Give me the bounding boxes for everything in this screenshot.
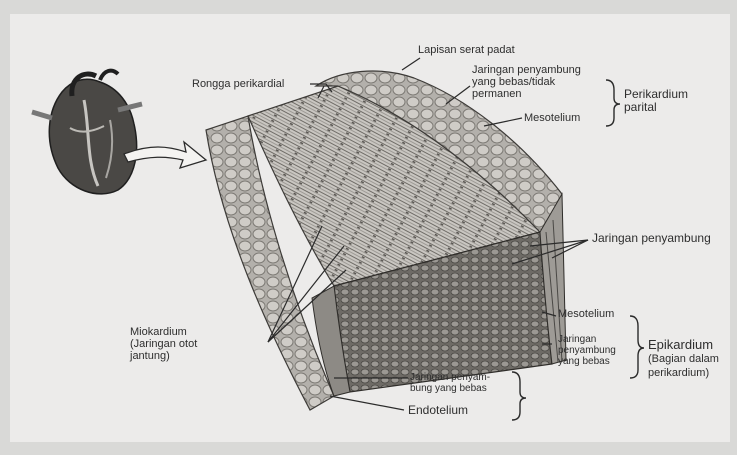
label-jaringan-penyambung-yang-bebas-inner: Jaringan penyambung yang bebas (558, 334, 616, 367)
label-line: Miokardium (130, 326, 197, 338)
label-mesotelium-bottom: Mesotelium (558, 308, 614, 320)
label-rongga-perikardial: Rongga perikardial (192, 78, 284, 90)
tissue-block (206, 71, 566, 410)
label-endotelium: Endotelium (408, 404, 468, 417)
heart-icon (32, 71, 142, 194)
label-jaringan-penyambung: Jaringan penyambung (592, 232, 711, 245)
label-line: bung yang bebas (410, 383, 490, 394)
label-lapisan-serat-padat: Lapisan serat padat (418, 44, 515, 56)
label-line: penyambung (558, 345, 616, 356)
label-line: (Bagian dalam (648, 352, 719, 366)
label-line: Jaringan (558, 334, 616, 345)
label-perikardium-parietal: Perikardium parital (624, 88, 688, 114)
label-miokardium: Miokardium (Jaringan otot jantung) (130, 326, 197, 362)
label-jaringan-penyambung-bebas-tidak: Jaringan penyambung yang bebas/tidak per… (472, 64, 581, 100)
label-line: permanen (472, 88, 581, 100)
label-line: parital (624, 101, 688, 114)
label-line: yang bebas (558, 356, 616, 367)
label-epikardium: Epikardium (Bagian dalam perikardium) (648, 338, 719, 380)
label-line: jantung) (130, 350, 197, 362)
label-mesotelium-top: Mesotelium (524, 112, 580, 124)
label-line: yang bebas/tidak (472, 76, 581, 88)
label-line: Jaringan penyam- (410, 372, 490, 383)
label-line: perikardium) (648, 366, 719, 380)
label-line: Jaringan penyambung (472, 64, 581, 76)
label-jaringan-penyambung-yang-bebas-bottom: Jaringan penyam- bung yang bebas (410, 372, 490, 394)
label-line: Epikardium (648, 338, 719, 352)
label-line: (Jaringan otot (130, 338, 197, 350)
